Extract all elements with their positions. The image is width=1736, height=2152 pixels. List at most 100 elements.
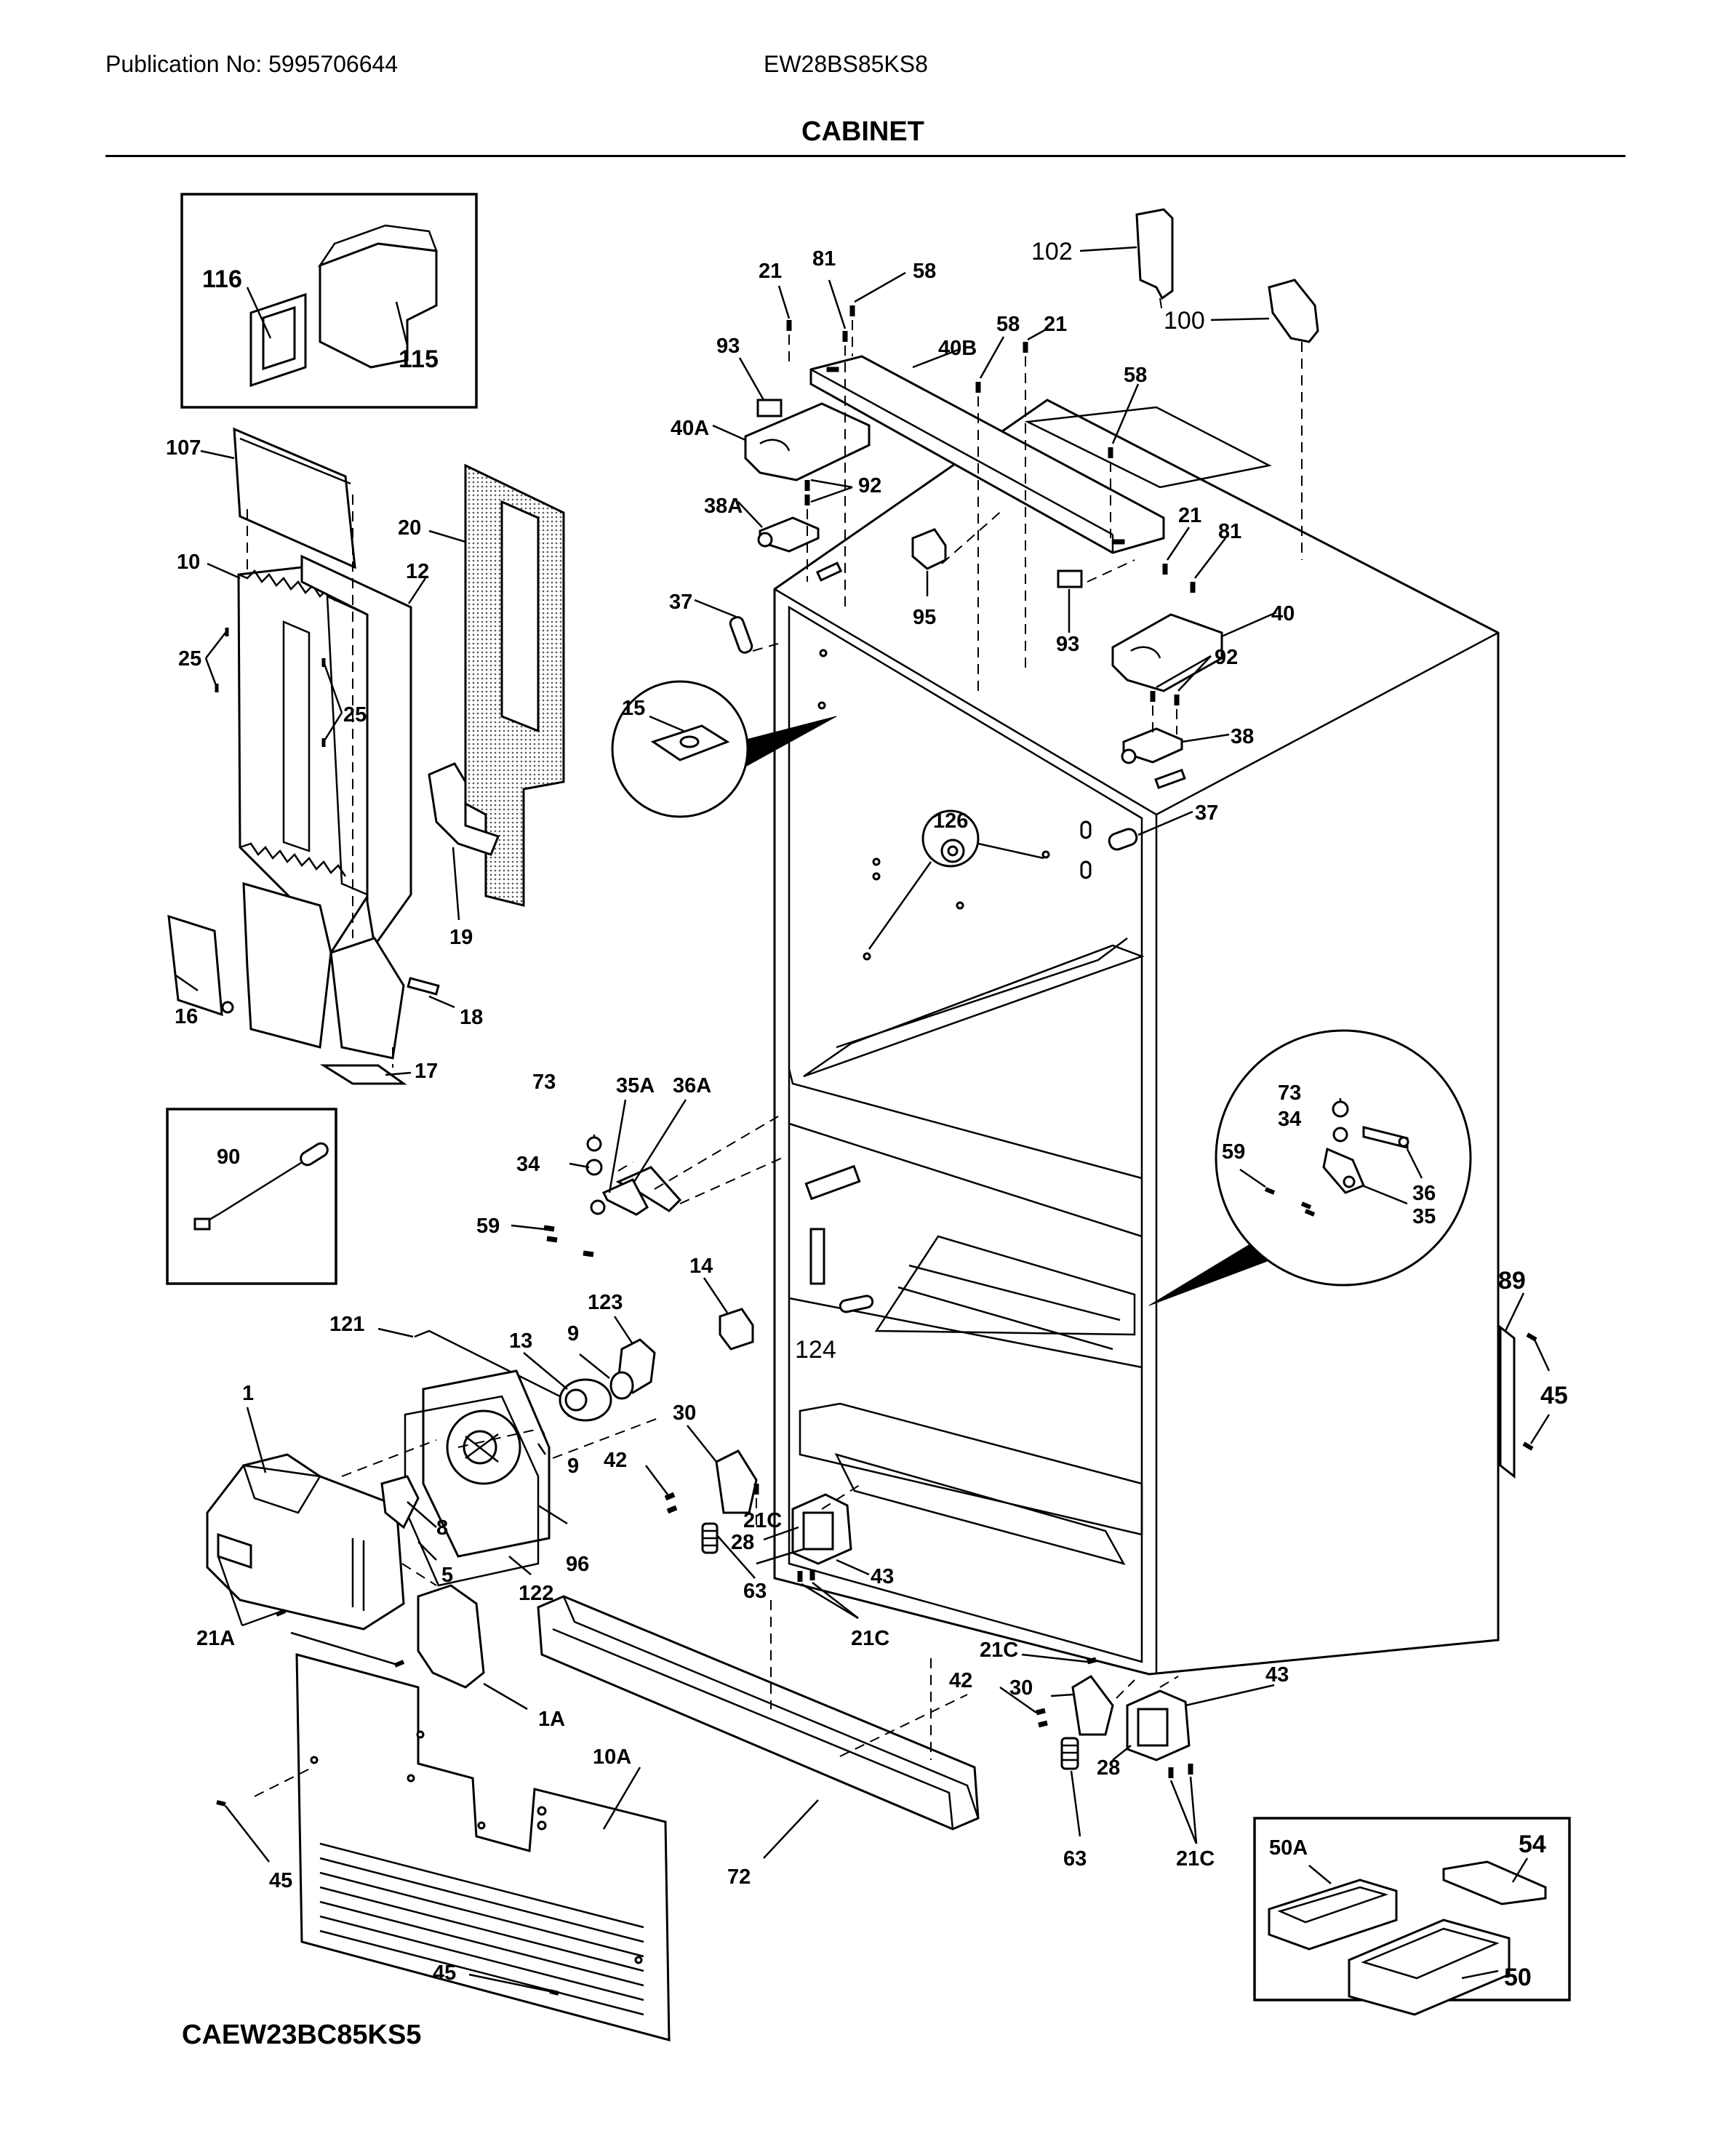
magnifier-35-36 [1148, 1029, 1472, 1306]
callout-21C-c: 21C [980, 1639, 1018, 1662]
callout-38A: 38A [704, 495, 743, 518]
callout-19: 19 [449, 926, 473, 949]
callout-21-mid: 21 [1044, 313, 1067, 336]
callout-42-left: 42 [604, 1449, 627, 1472]
callout-107: 107 [166, 436, 201, 460]
callout-59-right: 59 [1222, 1140, 1245, 1164]
callout-25a: 25 [178, 647, 201, 671]
model-number: EW28BS85KS8 [764, 51, 928, 77]
magnifier-126 [868, 809, 1044, 950]
callout-90: 90 [217, 1145, 240, 1169]
callout-21C-d: 21C [1176, 1847, 1215, 1871]
callout-81-top: 81 [812, 247, 836, 271]
callout-58-mid: 58 [996, 313, 1020, 336]
callout-21C-b: 21C [851, 1627, 889, 1650]
publication-number: Publication No: 5995706644 [105, 51, 399, 77]
callout-21A: 21A [196, 1627, 235, 1650]
magnifier-15 [611, 680, 837, 818]
callout-95: 95 [913, 606, 936, 629]
callout-21C-a: 21C [743, 1509, 782, 1532]
callout-42-right: 42 [949, 1669, 972, 1692]
callout-93-left: 93 [716, 335, 740, 358]
inset-control-box [1253, 1817, 1571, 2016]
callout-25b: 25 [343, 703, 367, 727]
callout-81-right: 81 [1218, 520, 1241, 543]
callout-labels: 116 115 107 20 10 12 25 25 19 16 18 17 9… [166, 238, 1568, 2050]
alt-model-number: CAEW23BC85KS5 [182, 2020, 421, 2050]
callout-116: 116 [202, 265, 242, 293]
callout-73-right: 73 [1278, 1081, 1301, 1105]
callout-38: 38 [1231, 725, 1254, 748]
callout-30-right: 30 [1009, 1676, 1033, 1700]
callout-115: 115 [399, 345, 439, 373]
panel-louvers [319, 1842, 644, 2016]
fan-assembly [206, 1316, 659, 1711]
callout-45-left: 45 [269, 1869, 292, 1892]
callout-34-left: 34 [516, 1153, 540, 1176]
callout-40A: 40A [671, 417, 709, 440]
inset-ice-bucket-box [180, 193, 478, 409]
callout-37-left: 37 [669, 591, 692, 614]
callout-28-right: 28 [1097, 1756, 1120, 1780]
callout-40: 40 [1271, 602, 1295, 625]
top-hinge-parts [694, 208, 1319, 836]
callout-12: 12 [406, 560, 429, 583]
lower-left-hinge [511, 1099, 786, 1257]
callout-43-left: 43 [871, 1565, 894, 1588]
callout-45-right: 45 [1540, 1382, 1568, 1409]
callout-15: 15 [622, 697, 645, 720]
callout-40B: 40B [938, 337, 977, 360]
callout-16: 16 [175, 1005, 198, 1028]
callout-5: 5 [441, 1564, 453, 1587]
callout-34-right: 34 [1278, 1108, 1301, 1131]
callout-13: 13 [509, 1329, 532, 1353]
cabinet-body [773, 399, 1500, 1676]
callout-30-left: 30 [673, 1401, 696, 1425]
callout-123: 123 [588, 1291, 623, 1314]
callout-72: 72 [727, 1865, 751, 1889]
inset-ice-maker-wand-box [166, 1108, 337, 1285]
callout-92-left: 92 [858, 474, 881, 497]
callout-21-right: 21 [1178, 504, 1201, 527]
callout-54: 54 [1519, 1831, 1546, 1858]
callout-10: 10 [177, 551, 200, 574]
callout-9-top: 9 [567, 1322, 579, 1345]
header-rule [105, 155, 1625, 157]
callout-63-right: 63 [1063, 1847, 1087, 1871]
callout-50A: 50A [1269, 1836, 1308, 1860]
callout-93-right: 93 [1056, 633, 1079, 656]
callout-73-left: 73 [532, 1071, 556, 1094]
section-title: CABINET [801, 116, 924, 147]
callout-92-right: 92 [1215, 646, 1238, 669]
callout-126: 126 [933, 809, 968, 833]
callout-59-left: 59 [476, 1215, 500, 1238]
callout-122: 122 [519, 1582, 553, 1605]
callout-124: 124 [795, 1336, 836, 1364]
callout-63-left: 63 [743, 1580, 767, 1603]
callout-21-top-left: 21 [759, 260, 782, 283]
callout-10A: 10A [593, 1745, 631, 1769]
bottom-panels [216, 1292, 1551, 2041]
bottom-hinges [645, 1277, 1275, 1844]
callout-18: 18 [460, 1006, 483, 1029]
callout-45-bottom: 45 [433, 1961, 456, 1985]
callout-100: 100 [1164, 307, 1205, 335]
callout-43-right: 43 [1265, 1663, 1289, 1687]
callout-102: 102 [1031, 238, 1073, 265]
callout-58-right: 58 [1124, 364, 1147, 387]
callout-20: 20 [398, 516, 421, 540]
callout-17: 17 [415, 1060, 438, 1083]
callout-14: 14 [689, 1255, 713, 1278]
callout-35: 35 [1412, 1205, 1436, 1228]
top-screws [786, 305, 1196, 705]
callout-89: 89 [1498, 1267, 1526, 1295]
callout-121: 121 [329, 1313, 364, 1336]
callout-96: 96 [566, 1553, 589, 1576]
callout-58-top: 58 [913, 260, 936, 283]
callout-1: 1 [242, 1382, 254, 1405]
duct-assembly [167, 427, 565, 1085]
callout-50: 50 [1504, 1964, 1532, 1991]
callout-37-right: 37 [1195, 801, 1218, 825]
callout-36A: 36A [673, 1074, 711, 1097]
